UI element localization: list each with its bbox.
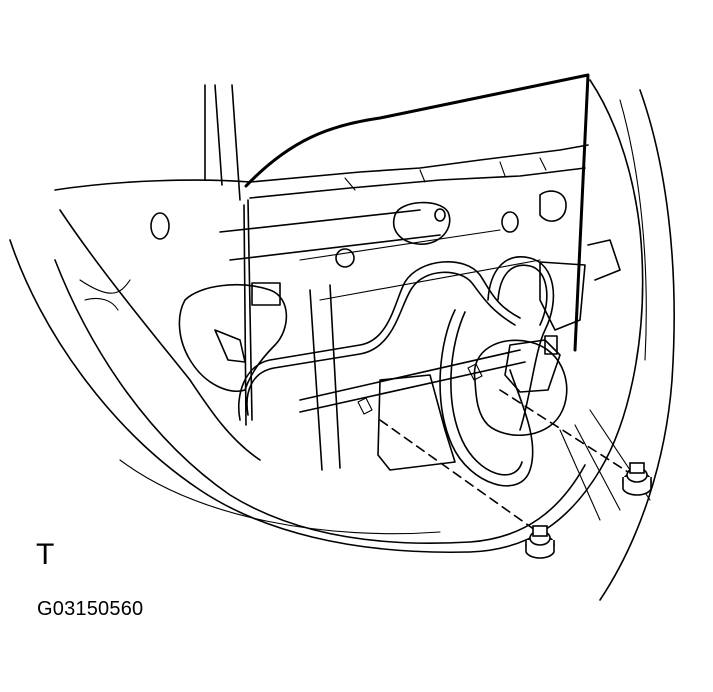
wire-harness-rear-inner: [497, 264, 548, 326]
front-trim-curve-2: [79, 279, 131, 311]
front-regulator-bracket: [251, 282, 281, 306]
wire-harness-inner: [246, 271, 516, 416]
bolt-rear: [622, 462, 652, 496]
service-hole-3: [501, 211, 519, 233]
wire-harness-main: [238, 261, 521, 421]
rear-speaker-cutout: [473, 339, 568, 436]
rear-frame-bracket: [587, 239, 621, 281]
front-trim-curve: [59, 209, 261, 461]
window-frame-top: [244, 73, 590, 352]
service-hole-large: [393, 201, 451, 245]
front-lock-rod: [214, 329, 246, 363]
door-rear-edge-inner: [619, 99, 647, 361]
door-rear-edge: [599, 89, 675, 601]
bolt-guide-line-lower: [379, 419, 536, 531]
diagram-marker-letter: T: [36, 538, 55, 571]
service-hole-rear: [539, 190, 567, 222]
inner-panel-slots: [344, 157, 547, 191]
figure-code: G03150560: [37, 598, 144, 620]
inner-panel-belt-line: [249, 167, 586, 199]
panel-diagonal-2: [299, 229, 541, 301]
inner-panel-top-rail: [54, 144, 589, 191]
service-hole-4: [434, 208, 446, 222]
panel-diagonal-1: [219, 209, 441, 261]
door-outer-shell: [9, 79, 644, 554]
lower-panel-clip-1: [357, 397, 373, 415]
panel-lower-edge: [299, 349, 526, 413]
service-hole-2: [335, 248, 355, 268]
panel-vertical-channel: [309, 284, 341, 471]
lower-panel-clip-2: [467, 363, 483, 381]
bolt-guide-line-rear: [499, 389, 629, 473]
front-regulator-cutout: [178, 284, 288, 392]
bolt-lower: [525, 525, 555, 559]
door-lower-sill-line: [119, 459, 441, 535]
door-outer-shell-inner-edge: [54, 259, 586, 545]
rear-connector: [544, 335, 558, 355]
window-glass-edge-2: [243, 204, 247, 426]
lower-panel-box: [377, 374, 456, 471]
wire-harness-loop: [439, 309, 534, 487]
wire-harness-rear: [487, 256, 555, 431]
rear-regulator-plate: [539, 261, 586, 331]
service-hole-1: [150, 212, 170, 240]
window-pillar-front-2: [231, 84, 241, 201]
rear-regulator-motor: [504, 339, 561, 393]
window-pillar-front: [204, 84, 223, 186]
wire-harness-loop-inner: [450, 311, 523, 476]
